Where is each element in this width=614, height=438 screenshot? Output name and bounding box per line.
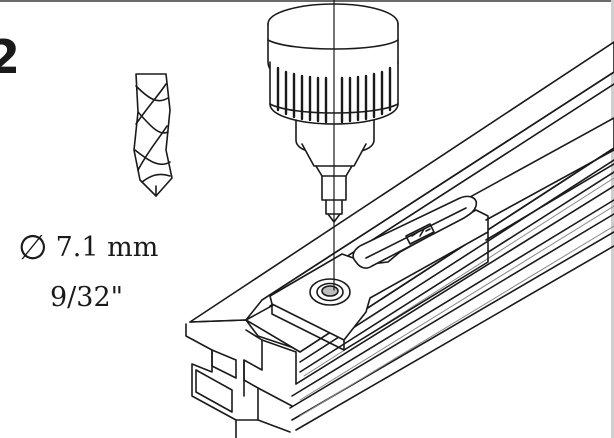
frame-right-border [611, 0, 614, 438]
diameter-symbol: ∅ [18, 228, 48, 268]
diameter-metric: ∅7.1 mm [18, 228, 158, 268]
diameter-imperial-value: 9/32" [50, 282, 124, 313]
drill-bit-icon [133, 73, 173, 197]
frame-top-border [0, 0, 614, 2]
step-number: 2 [0, 30, 22, 84]
diameter-metric-value: 7.1 mm [55, 232, 159, 263]
slotted-insert [269, 149, 614, 351]
drill-chuck [267, 3, 399, 223]
